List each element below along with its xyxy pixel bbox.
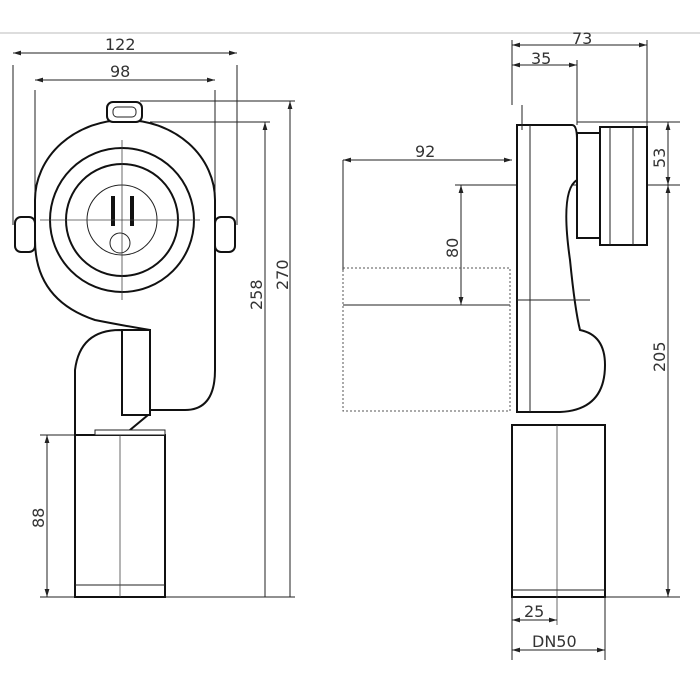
right-lug — [214, 216, 236, 253]
dim-35: 35 — [531, 49, 551, 68]
outlet-rings — [599, 126, 648, 246]
wall-pipe-dotted — [342, 267, 511, 412]
dim-122: 122 — [105, 35, 136, 54]
dim-73: 73 — [572, 29, 592, 48]
dim-53: 53 — [650, 148, 669, 168]
outlet-pipe-side — [511, 424, 606, 598]
top-lug — [106, 101, 143, 123]
dim-80: 80 — [443, 238, 462, 258]
dim-205: 205 — [650, 341, 669, 372]
side-view: 73 35 92 80 53 205 25 DN50 — [342, 29, 680, 660]
dim-88: 88 — [29, 508, 48, 528]
front-view: 122 98 270 258 88 — [12, 35, 295, 598]
left-lug — [14, 216, 36, 253]
outlet-connector — [576, 132, 603, 239]
dim-258: 258 — [247, 279, 266, 310]
dim-dn50: DN50 — [532, 632, 577, 651]
dim-270: 270 — [273, 259, 292, 290]
dim-98: 98 — [110, 62, 130, 81]
dim-92: 92 — [415, 142, 435, 161]
dim-25: 25 — [524, 602, 544, 621]
